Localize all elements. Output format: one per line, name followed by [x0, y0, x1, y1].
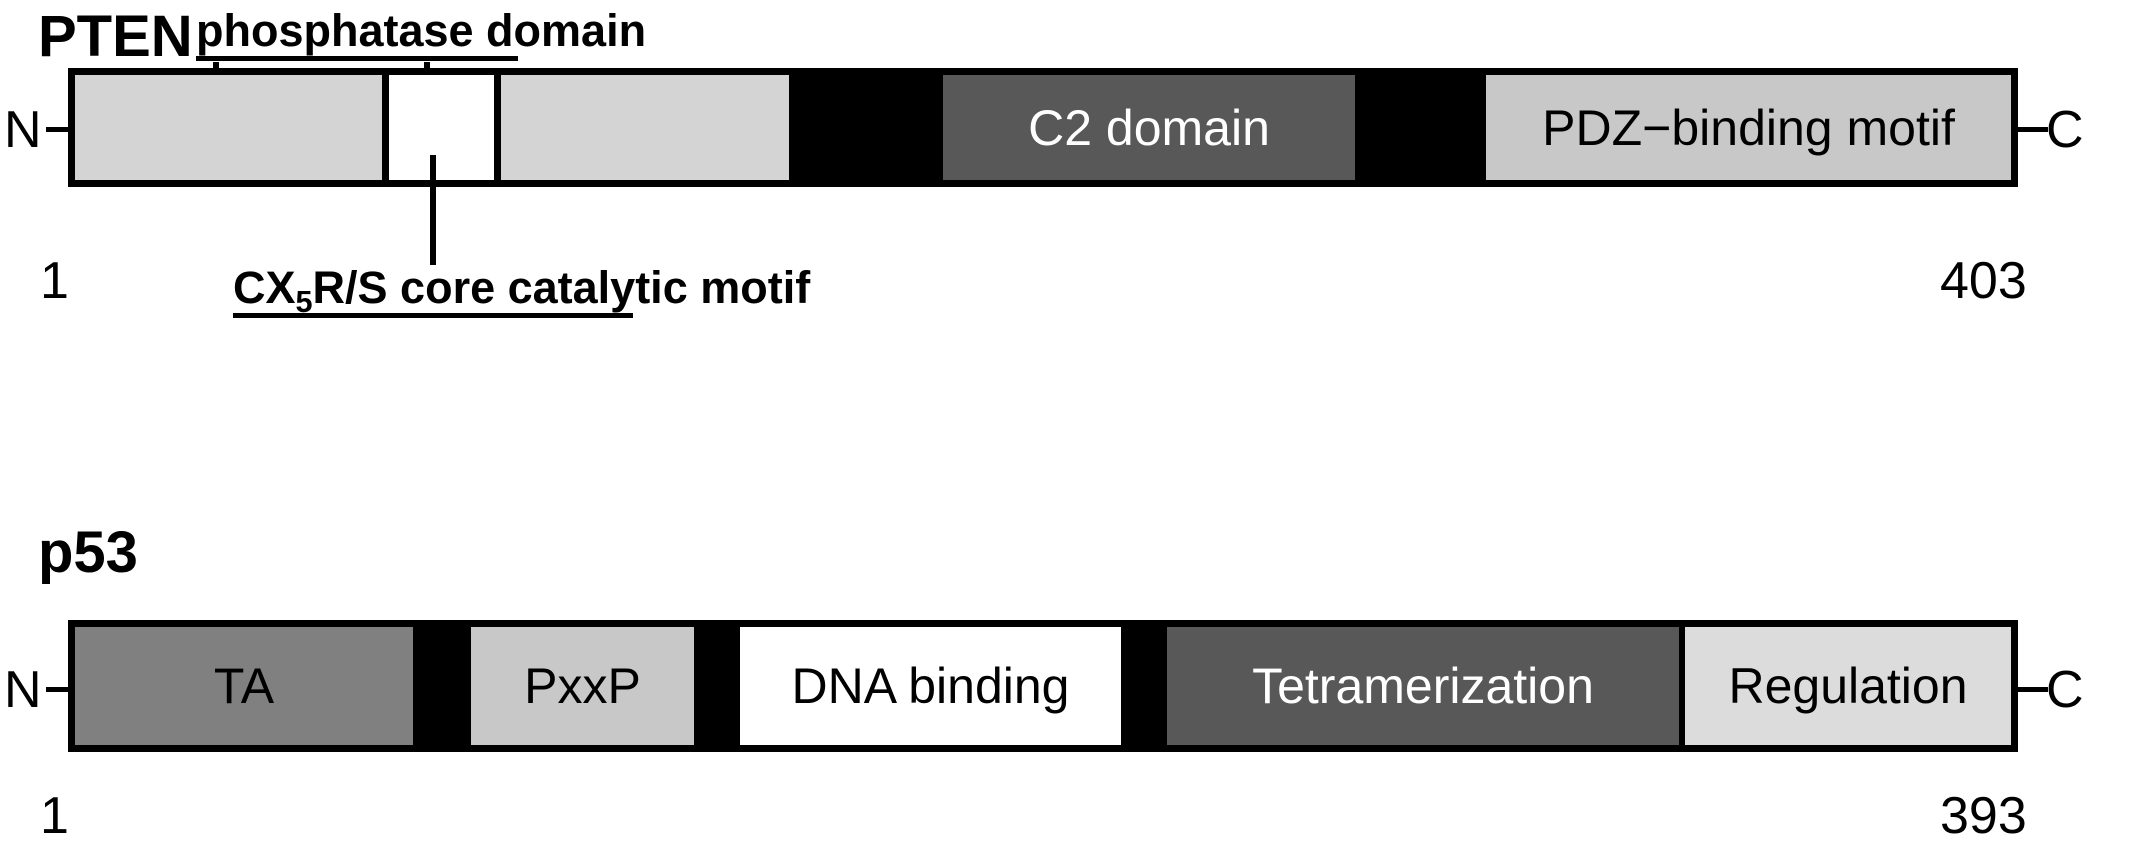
cx5rs-subscript: 5: [295, 284, 313, 319]
p53-segment-ta-domain: TA: [75, 627, 413, 745]
protein-title-p53: p53: [38, 520, 138, 585]
pten-segment-pdz-binding-motif: PDZ−binding motif: [1486, 75, 2011, 180]
p53-segment-pxxp-domain: PxxP: [471, 627, 694, 745]
pten-end-residue: 403: [1940, 252, 2027, 310]
cx5rs-core-catalytic-motif-annotation-label: CX5R/S core catalytic motif: [233, 262, 810, 319]
pten-c-terminus-tick: [2018, 127, 2048, 132]
pten-start-residue: 1: [40, 252, 69, 310]
p53-c-terminus-tick: [2018, 687, 2048, 692]
pten-segment-cx5rs-core-catalytic-motif-box: [389, 75, 494, 180]
cx5rs-suffix: R/S core catalytic motif: [312, 262, 811, 313]
pten-segment-linker-2: [1355, 75, 1486, 180]
pten-segment-linker-1: [789, 75, 943, 180]
phosphatase-domain-annotation-label: phosphatase domain: [196, 8, 646, 61]
p53-n-terminus-tick: [46, 687, 76, 692]
cx5rs-prefix: CX: [233, 262, 296, 313]
p53-segment-linker-3: [1121, 627, 1167, 745]
p53-segment-dna-binding-domain: DNA binding: [740, 627, 1121, 745]
pten-n-terminus-tick: [46, 127, 76, 132]
p53-n-terminus-label: N: [4, 661, 42, 719]
cx5rs-leader: [430, 155, 436, 265]
pten-segment-phosphatase-domain-part2: [501, 75, 789, 180]
protein-bar-p53: TA PxxP DNA binding Tetramerization Regu…: [68, 620, 2018, 752]
protein-bar-pten: C2 domain PDZ−binding motif: [68, 68, 2018, 187]
pten-c-terminus-label: C: [2046, 101, 2084, 159]
p53-segment-regulation-domain: Regulation: [1685, 627, 2011, 745]
p53-segment-linker-1: [413, 627, 471, 745]
protein-title-pten: PTEN: [38, 4, 193, 69]
p53-c-terminus-label: C: [2046, 661, 2084, 719]
p53-segment-linker-2: [694, 627, 740, 745]
p53-start-residue: 1: [40, 787, 69, 845]
pten-n-terminus-label: N: [4, 101, 42, 159]
pten-segment-phosphatase-domain-part1: [75, 75, 382, 180]
pten-segment-c2-domain: C2 domain: [943, 75, 1355, 180]
p53-end-residue: 393: [1940, 787, 2027, 845]
p53-segment-tetramerization-domain: Tetramerization: [1167, 627, 1679, 745]
